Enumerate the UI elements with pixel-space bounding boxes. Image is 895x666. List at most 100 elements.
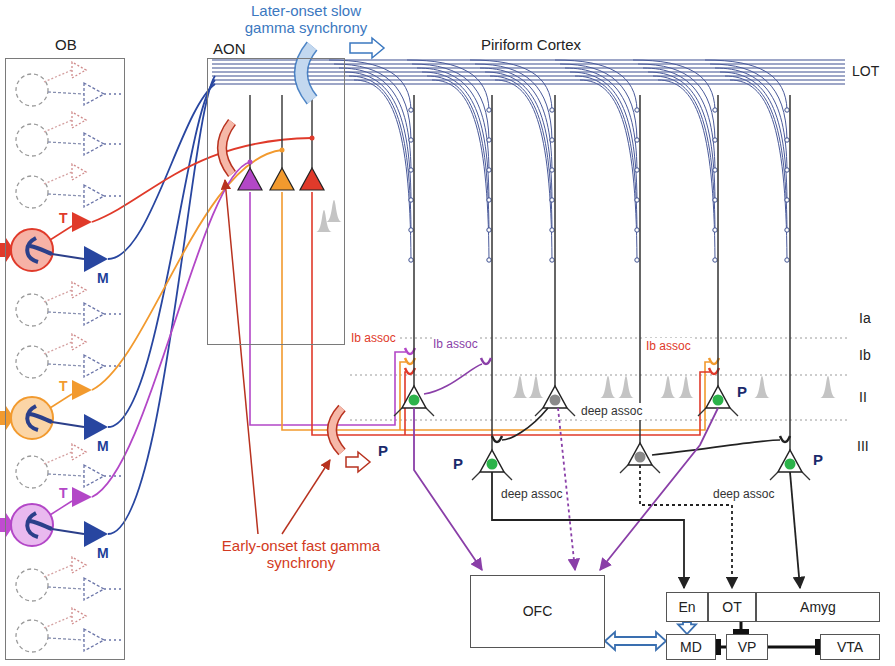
lot-terminal-fibers bbox=[470, 60, 554, 262]
layer-ii-spikes bbox=[512, 376, 836, 398]
layer-ii-spikes bbox=[600, 376, 616, 398]
cell-type-label: T bbox=[58, 210, 69, 227]
cell-type-label: T bbox=[58, 378, 69, 395]
gamma-synchrony-arcs bbox=[350, 38, 384, 58]
callout-leaders bbox=[225, 180, 330, 534]
cell-type-label: M bbox=[96, 270, 110, 287]
inhibitory-bar-head bbox=[716, 639, 721, 655]
callout-leaders bbox=[282, 460, 330, 534]
bulb-output-axons bbox=[92, 76, 312, 534]
box-label: VTA bbox=[837, 639, 863, 655]
piriform-pyramidal-cells bbox=[713, 395, 724, 406]
aon-to-piriform-axons bbox=[250, 192, 406, 425]
aon-region: AON bbox=[207, 58, 345, 345]
active-glomerulus-orange bbox=[11, 397, 53, 439]
target-box: En bbox=[666, 592, 708, 622]
aon-neurons bbox=[280, 148, 285, 153]
piriform-pyramidal-cells bbox=[414, 95, 790, 450]
layer-ii-spikes bbox=[678, 376, 694, 398]
inhibitory-connector bbox=[716, 639, 726, 655]
projection-arrow bbox=[678, 622, 696, 634]
projection-arrow bbox=[605, 632, 666, 650]
active-glomerulus-orange bbox=[84, 414, 108, 440]
layer-ii-spikes bbox=[820, 376, 836, 398]
association-collaterals bbox=[424, 364, 482, 394]
synchrony-callout: Later-onset slow gamma synchrony bbox=[225, 2, 387, 36]
aon-neurons bbox=[300, 168, 324, 190]
early-arc-piriform bbox=[346, 452, 370, 472]
aon-neurons bbox=[248, 160, 253, 165]
active-glomerulus-red bbox=[84, 246, 108, 272]
lot-terminal-fibers bbox=[555, 60, 639, 262]
aon-neurons bbox=[249, 95, 250, 168]
box-label: OT bbox=[722, 599, 741, 615]
piriform-pyramidal-cells bbox=[409, 395, 420, 406]
tract-name: LOT bbox=[851, 63, 880, 80]
active-glomerulus-purple bbox=[11, 504, 53, 546]
aon-neurons bbox=[310, 136, 315, 141]
active-glomerulus-purple bbox=[27, 513, 52, 537]
layer-name: Ib bbox=[858, 347, 872, 364]
gamma-synchrony-arcs bbox=[301, 46, 312, 100]
cortical-projection-axons bbox=[790, 472, 800, 588]
layer-ii-spikes bbox=[754, 376, 770, 398]
cortical-projection-axons bbox=[492, 472, 684, 588]
region-name: Piriform Cortex bbox=[480, 36, 582, 53]
active-glomerulus-red bbox=[11, 229, 53, 271]
association-collaterals bbox=[492, 436, 502, 442]
box-label: OFC bbox=[523, 603, 553, 619]
inactive-glomeruli bbox=[16, 557, 122, 601]
active-glomerulus-orange bbox=[72, 380, 92, 400]
active-glomerulus-purple bbox=[50, 501, 72, 515]
piriform-pyramidal-cells bbox=[402, 386, 426, 408]
layer-ii-spikes bbox=[512, 376, 528, 398]
piriform-pyramidal-cells bbox=[554, 95, 556, 386]
aon-to-piriform-axons bbox=[282, 192, 710, 430]
aon-neurons bbox=[281, 95, 282, 168]
target-box: Amyg bbox=[756, 592, 880, 622]
cell-type-label: P bbox=[736, 383, 748, 400]
layer-ii-spikes bbox=[618, 376, 634, 398]
lot-terminal-fibers bbox=[407, 60, 491, 262]
aon-neurons bbox=[238, 95, 342, 232]
piriform-pyramidal-cells bbox=[480, 450, 504, 472]
cortical-projection-axons bbox=[414, 408, 800, 588]
target-box: OT bbox=[708, 592, 756, 622]
inactive-glomeruli bbox=[16, 608, 122, 652]
synapse-label: deep assoc bbox=[500, 486, 563, 503]
piriform-pyramidal-cells bbox=[487, 459, 498, 470]
active-glomerulus-orange bbox=[27, 406, 52, 430]
piriform-pyramidal-cells bbox=[394, 95, 810, 480]
aon-neurons bbox=[326, 200, 342, 222]
cell-type-label: P bbox=[812, 451, 824, 468]
active-glomerulus-purple bbox=[0, 487, 108, 547]
callout-leaders bbox=[225, 180, 258, 534]
piriform-pyramidal-cells bbox=[789, 95, 791, 450]
cortical-projection-axons bbox=[600, 408, 718, 570]
layer-boundaries bbox=[350, 338, 850, 420]
active-glomerulus-orange bbox=[52, 422, 84, 427]
aon-neurons bbox=[250, 95, 312, 168]
inhibitory-connector bbox=[768, 646, 820, 649]
piriform-pyramidal-cells bbox=[491, 95, 493, 450]
cell-type-label: P bbox=[452, 455, 464, 472]
gamma-synchrony-arcs bbox=[222, 122, 232, 174]
inactive-glomeruli bbox=[16, 112, 122, 156]
cell-type-label: M bbox=[96, 438, 110, 455]
active-glomerulus-red bbox=[72, 212, 92, 232]
active-glomerulus-orange bbox=[50, 394, 72, 408]
box-label: Amyg bbox=[800, 599, 836, 615]
piriform-pyramidal-cells bbox=[543, 386, 567, 408]
piriform-pyramidal-cells bbox=[550, 395, 561, 406]
box-label: VP bbox=[738, 639, 757, 655]
lot-terminal-fibers bbox=[329, 60, 789, 262]
target-box: VP bbox=[726, 634, 768, 660]
early-arc-piriform bbox=[332, 408, 342, 452]
box-label: En bbox=[678, 599, 695, 615]
active-glomerulus-orange bbox=[0, 380, 108, 440]
olfactory-bulb-region: OB bbox=[5, 58, 125, 660]
cell-type-label: M bbox=[96, 545, 110, 562]
